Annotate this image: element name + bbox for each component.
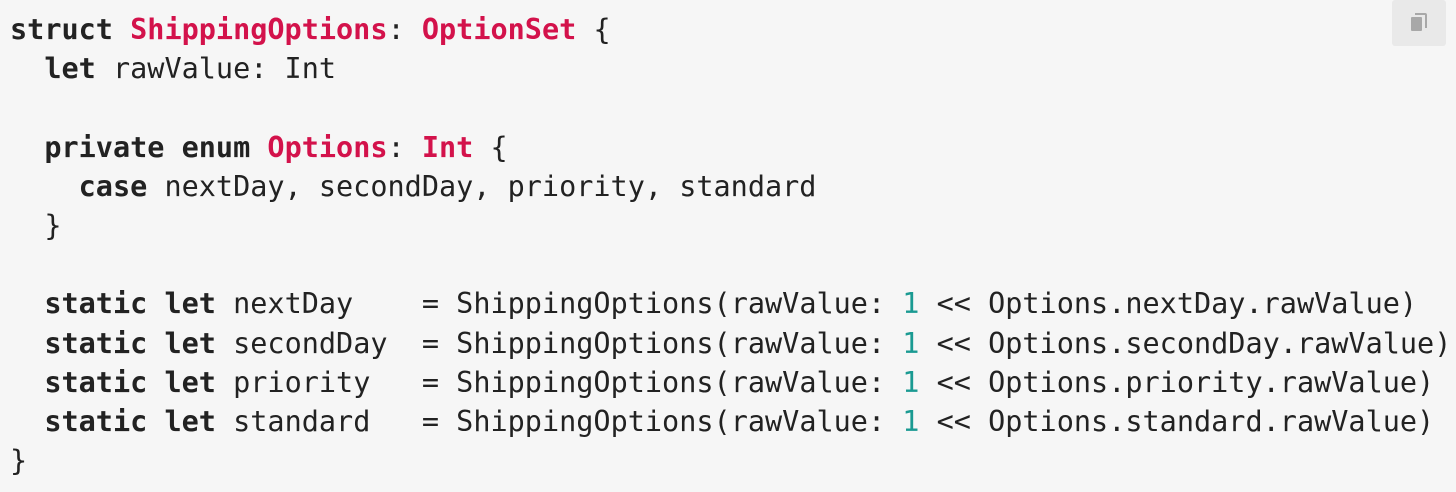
code-token xyxy=(250,131,267,164)
type-name: ShippingOptions xyxy=(130,13,388,46)
code-token: << Options.priority.rawValue) xyxy=(919,365,1435,399)
code-token xyxy=(147,405,164,438)
code-token: { xyxy=(576,13,611,46)
code-token: rawValue: Int xyxy=(95,52,337,86)
code-token xyxy=(10,405,44,438)
number-literal: 1 xyxy=(902,287,920,321)
keyword: case xyxy=(78,169,148,203)
keyword: struct xyxy=(10,13,113,46)
code-line: private enum Options: Int { xyxy=(10,128,1451,167)
keyword: static xyxy=(44,365,148,399)
code-line: let rawValue: Int xyxy=(10,49,1451,88)
code-token xyxy=(147,366,164,399)
code-line: } xyxy=(10,206,1451,245)
code-token xyxy=(10,170,79,203)
keyword: enum xyxy=(181,130,251,164)
code-token: { xyxy=(473,130,508,164)
code-line: static let priority = ShippingOptions(ra… xyxy=(10,363,1451,402)
code-token: secondDay = ShippingOptions(rawValue: xyxy=(215,326,903,360)
code-token xyxy=(10,52,44,85)
code-line: ​ xyxy=(10,245,1451,284)
keyword: static xyxy=(44,326,148,360)
code-token: << Options.secondDay.rawValue) xyxy=(919,326,1452,360)
code-line: struct ShippingOptions: OptionSet { xyxy=(10,10,1451,49)
code-token: nextDay, secondDay, priority, standard xyxy=(147,169,817,203)
code-token xyxy=(10,327,44,360)
code-token xyxy=(10,366,44,399)
number-literal: 1 xyxy=(902,404,920,438)
code-token xyxy=(10,131,44,164)
code-token: : xyxy=(387,13,422,46)
code-token xyxy=(147,287,164,320)
code-line: ​ xyxy=(10,88,1451,127)
code-content[interactable]: struct ShippingOptions: OptionSet { let … xyxy=(10,10,1451,480)
keyword: let xyxy=(44,52,96,86)
type-name: OptionSet xyxy=(421,13,577,46)
code-line: static let nextDay = ShippingOptions(raw… xyxy=(10,284,1451,323)
code-token xyxy=(10,287,44,320)
keyword: private xyxy=(44,130,165,164)
code-line: } xyxy=(10,441,1451,480)
code-line: static let secondDay = ShippingOptions(r… xyxy=(10,324,1451,363)
keyword: let xyxy=(164,404,216,438)
code-token: nextDay = ShippingOptions(rawValue: xyxy=(215,287,903,321)
code-line: case nextDay, secondDay, priority, stand… xyxy=(10,167,1451,206)
code-token: : xyxy=(387,130,422,164)
code-token: } xyxy=(10,208,62,242)
code-line: static let standard = ShippingOptions(ra… xyxy=(10,402,1451,441)
code-token xyxy=(113,13,130,46)
keyword: let xyxy=(164,287,216,321)
type-name: Options xyxy=(267,130,388,164)
number-literal: 1 xyxy=(902,326,920,360)
copy-icon xyxy=(1410,13,1428,33)
number-literal: 1 xyxy=(902,365,920,399)
code-token: priority = ShippingOptions(rawValue: xyxy=(215,365,903,399)
code-token xyxy=(164,131,181,164)
keyword: static xyxy=(44,287,148,321)
code-token: << Options.standard.rawValue) xyxy=(919,404,1435,438)
keyword: let xyxy=(164,365,216,399)
code-token: } xyxy=(10,444,28,478)
code-token: standard = ShippingOptions(rawValue: xyxy=(215,404,903,438)
keyword: let xyxy=(164,326,216,360)
type-name: Int xyxy=(421,130,474,164)
copy-button[interactable] xyxy=(1392,0,1446,46)
code-token xyxy=(147,327,164,360)
keyword: static xyxy=(44,404,148,438)
code-token: << Options.nextDay.rawValue) xyxy=(919,287,1418,321)
